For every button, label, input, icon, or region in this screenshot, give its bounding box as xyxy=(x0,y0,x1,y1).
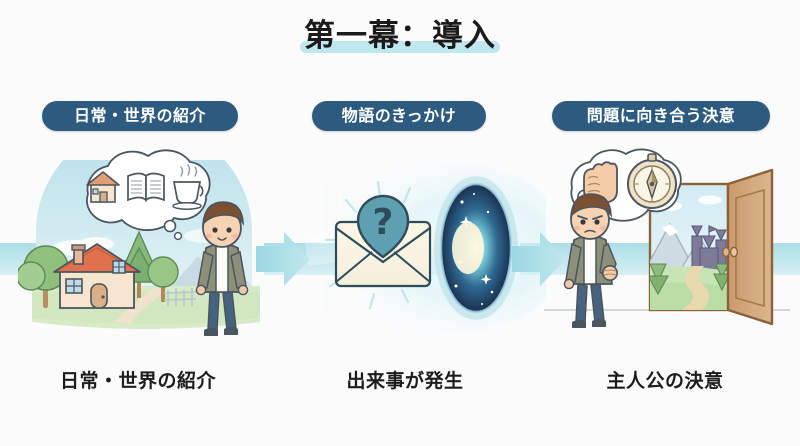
compass-icon xyxy=(627,153,677,209)
fence xyxy=(163,288,197,306)
illustration-step-2: ? xyxy=(290,140,570,355)
cottage-house xyxy=(53,243,141,309)
svg-text:?: ? xyxy=(373,202,394,243)
thought-bubble-1 xyxy=(86,149,211,241)
pine-trees xyxy=(650,263,728,296)
step-badge-1: 日常・世界の紹介 xyxy=(42,101,238,131)
step-caption-2: 出来事が発生 xyxy=(346,370,464,392)
page-title: 第一幕：導入 xyxy=(0,16,800,56)
star-portal xyxy=(434,176,518,320)
question-mark-pin-icon: ? xyxy=(356,194,410,259)
thought-bubble-3 xyxy=(570,148,682,232)
arrow-step2-to-step3 xyxy=(512,226,568,292)
doorway-landscape xyxy=(650,195,728,310)
coffee-cup-icon xyxy=(172,164,204,210)
title-underline-highlight xyxy=(300,41,500,53)
house-icon xyxy=(86,171,120,203)
step-caption-1: 日常・世界の紹介 xyxy=(59,370,216,392)
step-badge-2: 物語のきっかけ xyxy=(312,101,486,131)
step-badge-3: 問題に向き合う決意 xyxy=(552,101,770,131)
illustration-step-1 xyxy=(16,140,274,355)
clenched-hand xyxy=(601,265,618,282)
open-door xyxy=(648,168,774,326)
open-book-icon xyxy=(127,172,165,202)
boy-character-3 xyxy=(563,193,618,328)
arrow-step1-to-step2 xyxy=(256,226,312,292)
step-caption-3: 主人公の決意 xyxy=(606,370,724,392)
tree-right xyxy=(147,256,179,302)
illustration-step-3 xyxy=(540,140,796,355)
boy-character-1 xyxy=(195,201,249,336)
page-title-text: 第一幕：導入 xyxy=(304,18,496,54)
